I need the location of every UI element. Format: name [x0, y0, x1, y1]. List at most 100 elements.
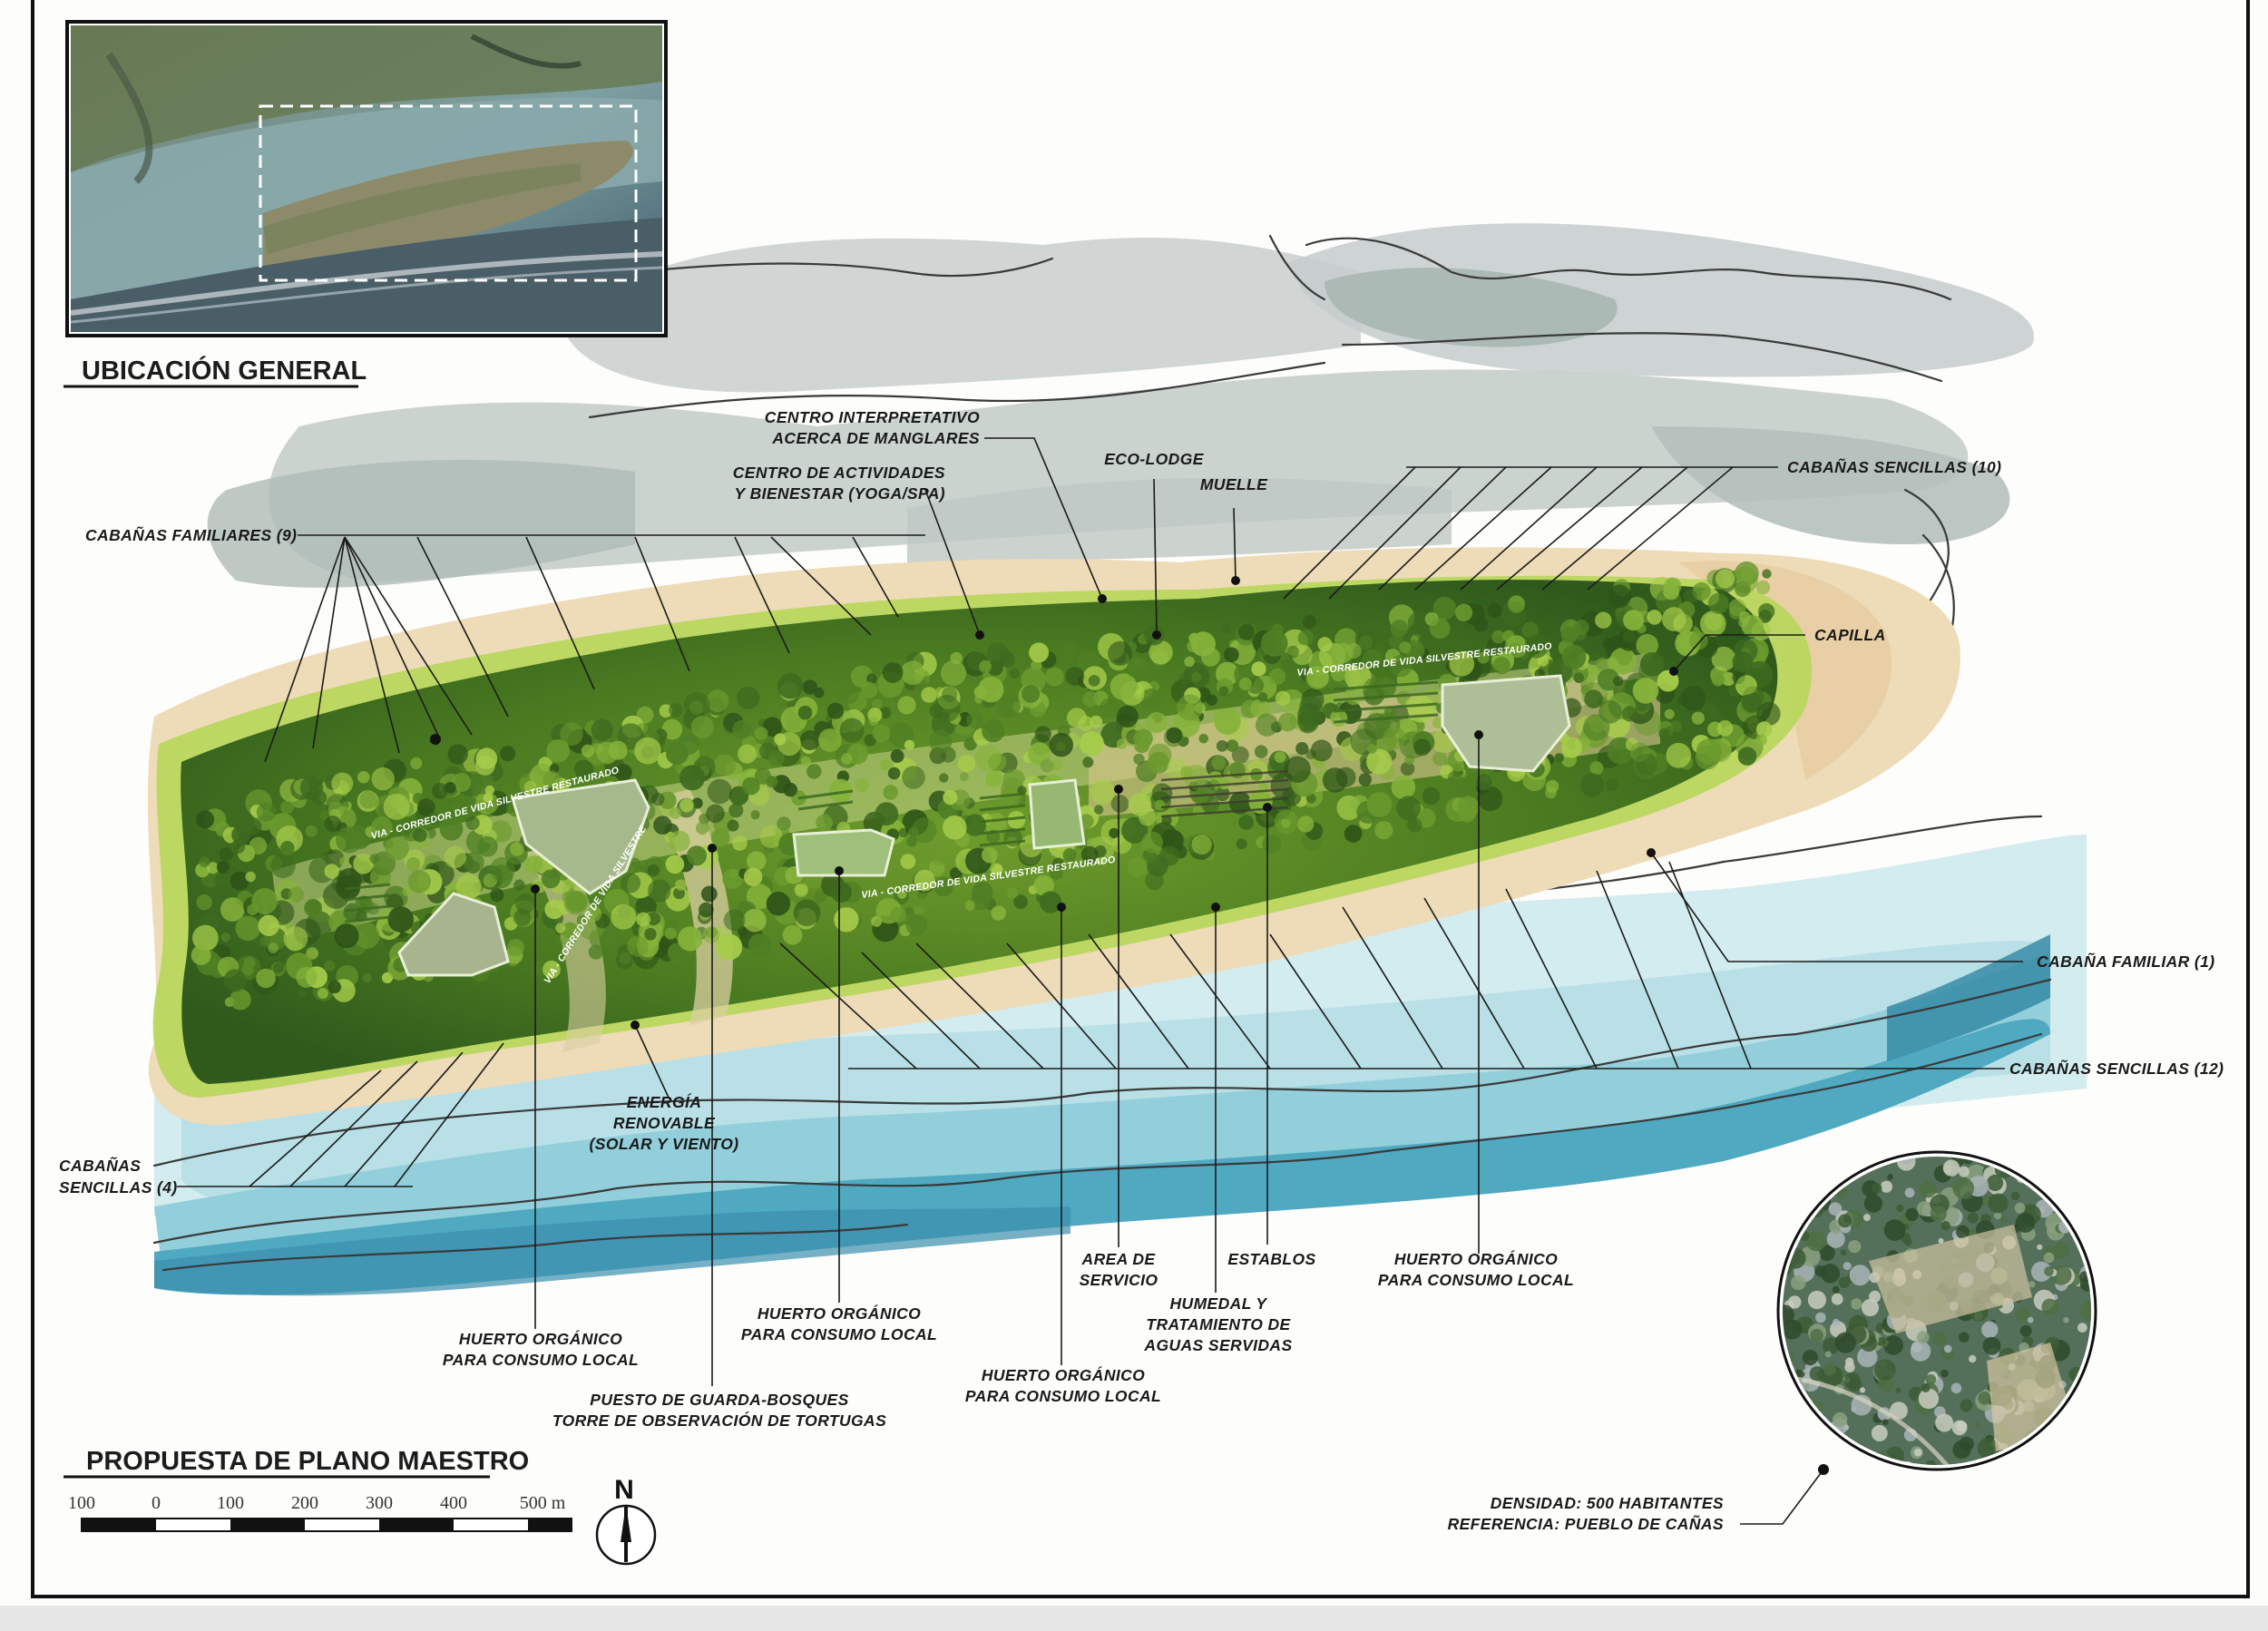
tree-canopy: [280, 800, 294, 815]
tree-canopy: [1149, 640, 1173, 665]
tree-canopy: [1159, 845, 1180, 866]
tree-canopy: [875, 802, 899, 826]
tree-canopy: [1317, 637, 1333, 652]
tree-canopy: [1524, 633, 1549, 659]
tree-canopy: [974, 745, 1002, 771]
village-canopy: [1804, 1383, 1810, 1390]
tree-canopy: [386, 894, 404, 911]
village-canopy: [2027, 1316, 2034, 1323]
village-canopy: [2015, 1307, 2030, 1323]
label-cabanas-familiares-9: CABAÑAS FAMILIARES (9): [85, 525, 297, 544]
village-canopy: [1783, 1304, 1794, 1325]
tree-canopy: [1432, 717, 1444, 728]
tree-canopy: [902, 766, 925, 789]
tree-canopy: [879, 707, 892, 718]
tree-canopy: [523, 781, 537, 794]
tree-canopy: [1056, 741, 1066, 752]
village-canopy: [1969, 1354, 1977, 1363]
tree-canopy: [1051, 758, 1064, 771]
tree-canopy: [1584, 689, 1603, 708]
tree-canopy: [630, 857, 640, 868]
tree-canopy: [1432, 596, 1457, 620]
tree-canopy: [299, 776, 324, 800]
tree-canopy: [296, 966, 318, 988]
village-canopy: [1952, 1177, 1974, 1199]
tree-canopy: [1295, 742, 1309, 756]
tree-canopy: [1561, 737, 1582, 758]
tree-canopy: [353, 922, 380, 949]
tree-canopy: [904, 906, 914, 916]
tree-canopy: [323, 883, 349, 909]
label-cabanas-sencillas-4-2: SENCILLAS (4): [59, 1178, 178, 1196]
village-canopy: [1831, 1293, 1843, 1305]
village-canopy: [1994, 1212, 2002, 1220]
tree-canopy: [1429, 618, 1451, 640]
tree-canopy: [1545, 779, 1559, 794]
tree-canopy: [1457, 796, 1480, 818]
label-energia-3: (SOLAR Y VIENTO): [590, 1135, 739, 1153]
village-canopy: [1910, 1341, 1931, 1362]
tree-canopy: [1366, 792, 1393, 817]
tree-canopy: [1162, 829, 1184, 851]
tree-canopy: [1009, 668, 1020, 679]
tree-canopy: [560, 930, 577, 947]
tree-canopy: [774, 733, 787, 746]
tree-canopy: [982, 846, 998, 864]
tree-canopy: [675, 879, 687, 891]
tree-canopy: [1237, 623, 1255, 640]
village-canopy: [1832, 1318, 1840, 1326]
tree-canopy: [1432, 751, 1447, 767]
tree-canopy: [447, 744, 468, 765]
tree-canopy: [900, 854, 916, 870]
tree-canopy: [1127, 857, 1148, 877]
village-canopy: [1921, 1383, 1931, 1392]
reference-village-circle: [1776, 1150, 2097, 1471]
tree-canopy: [1099, 698, 1119, 718]
label-huerto-left-1: HUERTO ORGÁNICO: [459, 1329, 622, 1348]
village-canopy: [1916, 1331, 1930, 1344]
tree-canopy: [1178, 671, 1193, 686]
village-canopy: [2014, 1202, 2026, 1214]
tree-canopy: [1507, 595, 1526, 613]
label-humedal-1: HUMEDAL Y: [1170, 1294, 1268, 1313]
label-energia-1: ENERGÍA: [627, 1092, 702, 1111]
village-canopy: [1807, 1290, 1826, 1310]
tree-canopy: [1362, 649, 1383, 669]
tree-canopy: [706, 689, 729, 713]
village-canopy: [1952, 1440, 1971, 1460]
tree-canopy: [1758, 610, 1772, 623]
tree-canopy: [669, 830, 690, 852]
tree-canopy: [445, 782, 456, 794]
tree-canopy: [759, 825, 783, 849]
village-canopy: [1895, 1387, 1901, 1393]
tree-canopy: [748, 933, 772, 957]
drawing-frame: [31, 0, 2250, 1598]
village-canopy: [1838, 1276, 1851, 1289]
tree-canopy: [207, 862, 220, 874]
callout-labels: CENTRO INTERPRETATIVO ACERCA DE MANGLARE…: [59, 408, 2224, 1533]
tree-canopy: [298, 988, 308, 998]
tree-canopy: [1255, 713, 1279, 737]
village-canopy: [1932, 1331, 1948, 1346]
tree-canopy: [1080, 845, 1099, 864]
tree-canopy: [1447, 770, 1463, 786]
tree-canopy: [1736, 675, 1756, 696]
tree-canopy: [800, 756, 811, 767]
tree-canopy: [1022, 684, 1041, 703]
tree-canopy: [1257, 692, 1268, 702]
tree-canopy: [723, 909, 746, 932]
tree-canopy: [1554, 753, 1564, 763]
tree-canopy: [500, 746, 516, 762]
village-canopy: [1862, 1214, 1871, 1222]
tree-canopy: [816, 814, 833, 832]
tree-canopy: [256, 802, 276, 823]
village-canopy: [1873, 1359, 1896, 1382]
tree-canopy: [1662, 607, 1686, 631]
tree-canopy: [939, 773, 949, 783]
village-canopy: [1819, 1245, 1835, 1262]
tree-canopy: [1039, 891, 1062, 913]
tree-canopy: [1579, 773, 1605, 797]
sea: [154, 835, 2087, 1296]
tree-canopy: [679, 733, 700, 755]
